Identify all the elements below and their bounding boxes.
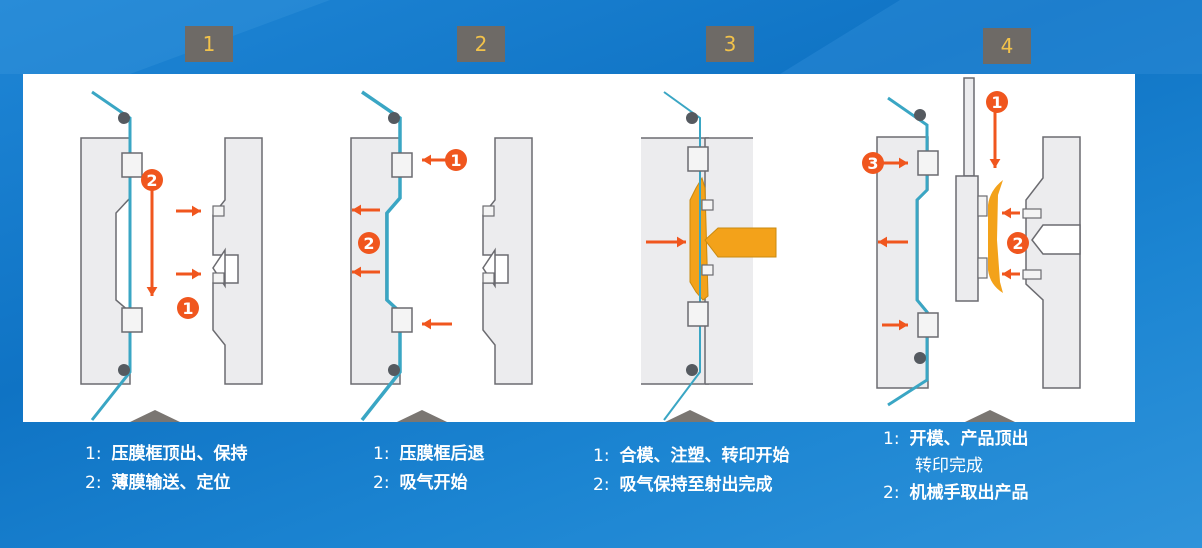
- step-marker-label: 3: [867, 154, 878, 173]
- caption-text: 开模、产品顶出: [909, 429, 1029, 449]
- step-2-caption: 1: 压膜框后退 2: 吸气开始: [373, 440, 485, 498]
- film-line: [360, 90, 402, 422]
- caption-text: 薄膜输送、定位: [111, 473, 231, 493]
- roller-icon: [686, 112, 698, 124]
- step-pointer-icon: [397, 410, 447, 422]
- film-line: [663, 91, 701, 421]
- caption-text: 吸气开始: [399, 473, 468, 493]
- step-marker-label: 1: [991, 93, 1002, 112]
- caption-text: 吸气保持至射出完成: [619, 475, 773, 495]
- vacuum-hole: [482, 205, 495, 217]
- arrow-head: [192, 205, 201, 217]
- arrow-head: [989, 159, 1001, 168]
- clamp-frame: [121, 307, 143, 333]
- step-marker-label: 1: [182, 299, 193, 318]
- caption-text: 机械手取出产品: [909, 483, 1029, 503]
- roller-icon: [118, 364, 130, 376]
- vacuum-hole: [701, 264, 714, 276]
- step-marker-icon: [141, 169, 163, 191]
- robot-arm: [963, 77, 975, 177]
- roller-icon: [914, 352, 926, 364]
- arrow-head: [878, 236, 887, 248]
- clamp-frame: [391, 152, 413, 178]
- step-badge-1: 1: [185, 26, 233, 62]
- caption-num: 1:: [373, 444, 390, 464]
- arrow-head: [352, 266, 361, 278]
- nozzle-channel: [1031, 224, 1081, 255]
- fixed-mold: [705, 138, 753, 384]
- caption-num: 2:: [85, 473, 102, 493]
- caption-text: 压膜框后退: [399, 444, 485, 464]
- roller-icon: [914, 109, 926, 121]
- step-marker-icon: [862, 152, 884, 174]
- arrow-head: [146, 287, 158, 296]
- step-marker-label: 2: [363, 234, 374, 253]
- caption-num: 2:: [593, 475, 610, 495]
- arrow-head: [192, 268, 201, 280]
- arrow-head: [677, 236, 686, 248]
- diagram-panel: [23, 74, 1135, 422]
- step-marker-icon: [1007, 232, 1029, 254]
- roller-icon: [388, 112, 400, 124]
- caption-text: 转印完成: [915, 456, 983, 476]
- arrow-head: [422, 154, 431, 166]
- step-badge-4: 4: [983, 28, 1031, 64]
- step-marker-icon: [358, 232, 380, 254]
- clamp-frame: [917, 150, 939, 176]
- ejector-pin: [1022, 208, 1042, 219]
- step-4-caption: 1: 开模、产品顶出 转印完成 2: 机械手取出产品: [883, 426, 1029, 507]
- robot-gripper: [955, 175, 979, 302]
- injected-resin: [704, 227, 777, 258]
- roller-icon: [686, 364, 698, 376]
- film-line: [90, 90, 132, 421]
- step-pointer-icon: [965, 410, 1015, 422]
- ejector-pin: [1022, 269, 1042, 280]
- roller-icon: [388, 364, 400, 376]
- arrow-head: [352, 204, 361, 216]
- arrow-head: [899, 157, 908, 169]
- step-marker-icon: [177, 297, 199, 319]
- arrow-head: [422, 318, 431, 330]
- step-pointer-icon: [665, 410, 715, 422]
- extracted-product: [988, 180, 1003, 293]
- fixed-mold: [482, 137, 533, 385]
- fixed-mold: [1025, 136, 1081, 389]
- vacuum-hole: [212, 205, 225, 217]
- caption-num: 1:: [85, 444, 102, 464]
- clamp-frame: [917, 312, 939, 338]
- caption-num: 2:: [883, 483, 900, 503]
- step-marker-icon: [445, 149, 467, 171]
- step-3-caption: 1: 合模、注塑、转印开始 2: 吸气保持至射出完成: [593, 442, 790, 500]
- clamp-frame: [687, 301, 709, 327]
- step-marker-label: 2: [146, 171, 157, 190]
- clamp-frame: [391, 307, 413, 333]
- arrow-head: [1002, 207, 1011, 219]
- roller-icon: [118, 112, 130, 124]
- step-1-caption: 1: 压膜框顶出、保持 2: 薄膜输送、定位: [85, 440, 248, 498]
- caption-num: 1:: [883, 429, 900, 449]
- step-badge-2: 2: [457, 26, 505, 62]
- fixed-mold: [212, 137, 263, 385]
- step-marker-label: 2: [1012, 234, 1023, 253]
- arrow-head: [1002, 268, 1011, 280]
- caption-num: 2:: [373, 473, 390, 493]
- clamp-frame: [121, 152, 143, 178]
- caption-text: 合模、注塑、转印开始: [619, 446, 790, 466]
- caption-num: 1:: [593, 446, 610, 466]
- suction-cup: [977, 195, 988, 217]
- vacuum-hole: [482, 272, 495, 284]
- film-line: [887, 96, 929, 407]
- vacuum-hole: [701, 199, 714, 211]
- arrow-head: [899, 319, 908, 331]
- suction-cup: [977, 257, 988, 279]
- step-pointer-icon: [130, 410, 180, 422]
- step-marker-label: 1: [450, 151, 461, 170]
- vacuum-hole: [212, 272, 225, 284]
- clamp-frame: [687, 146, 709, 172]
- step-badge-3: 3: [706, 26, 754, 62]
- caption-text: 压膜框顶出、保持: [111, 444, 248, 464]
- step-marker-icon: [986, 91, 1008, 113]
